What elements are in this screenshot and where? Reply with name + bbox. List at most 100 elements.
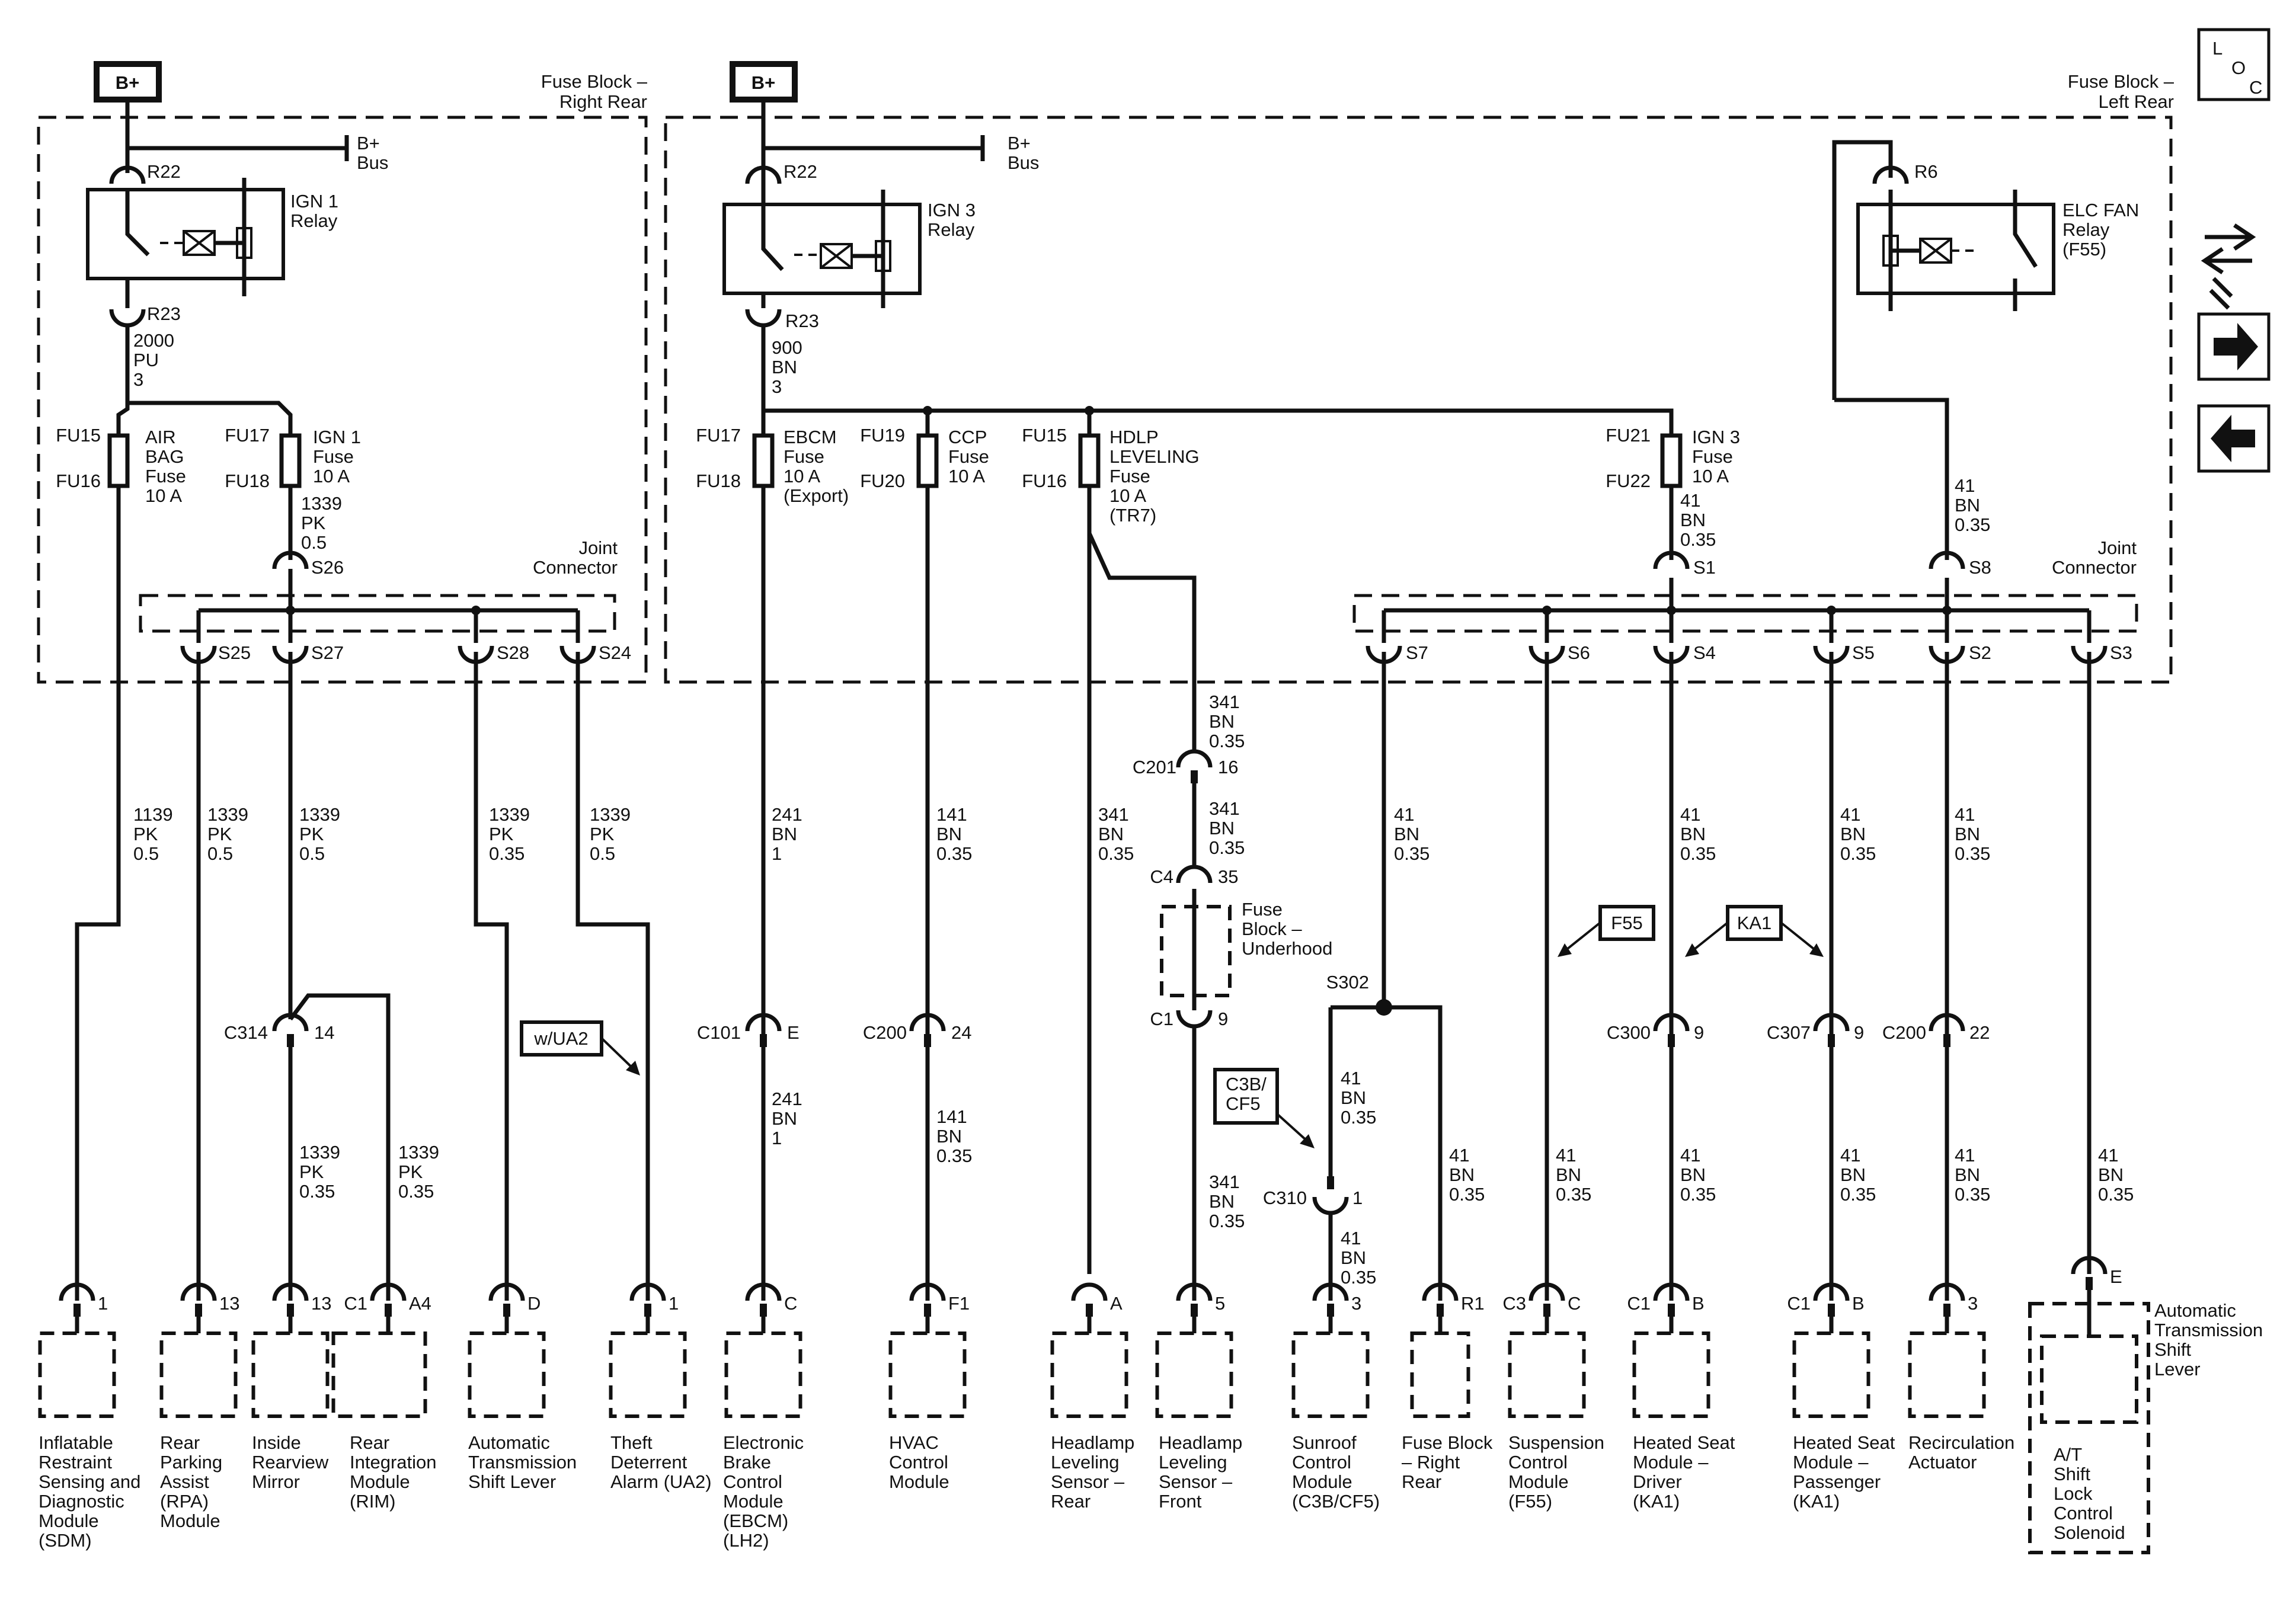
splice-s28: S28 [497, 642, 529, 663]
fuse-block-left-rear-label: Fuse Block –Left Rear [2068, 71, 2175, 112]
pin-label-sdm: 1 [98, 1293, 108, 1314]
bus-label-2: B+Bus [1008, 133, 1039, 173]
fuse-ebcm-pin-bottom: FU18 [696, 470, 741, 491]
fuse-block-right-rear-label: Fuse Block –Right Rear [541, 71, 648, 112]
connector-c200-pin: 24 [951, 1022, 971, 1043]
connector-c1-pin: 9 [1218, 1009, 1228, 1029]
loc-letter-l: L [2212, 38, 2223, 59]
pin-label-rim-connector: C1 [344, 1293, 367, 1314]
bus-label-1: B+Bus [357, 133, 388, 173]
relay-ign1 [86, 188, 285, 280]
connector-c307: C307 [1767, 1022, 1811, 1043]
splice-s302: S302 [1326, 972, 1369, 993]
splice-s7: S7 [1406, 642, 1428, 663]
previous-page-icon[interactable] [2197, 404, 2271, 473]
pin-label-rim: A4 [409, 1293, 431, 1314]
option-ka1-label: KA1 [1737, 913, 1772, 933]
pin-label-rpa-module: 13 [219, 1293, 239, 1314]
connector-c4: C4 [1150, 866, 1173, 887]
relay-ign3-bottom-pin: R23 [785, 311, 819, 331]
loc-box [2197, 28, 2271, 101]
pin-label-ebcm: C [784, 1293, 797, 1314]
fuse-ebcm-pin-top: FU17 [696, 425, 741, 446]
fuse-ign1-pin-bottom: FU18 [225, 470, 270, 491]
splice-s5: S5 [1852, 642, 1875, 663]
connector-c200: C200 [863, 1022, 907, 1043]
connector-c307-pin: 9 [1854, 1022, 1864, 1043]
fuse-ign1-pin-top: FU17 [225, 425, 270, 446]
connector-c201-pin: 16 [1218, 757, 1238, 777]
connector-c200-b-pin: 22 [1969, 1022, 1990, 1043]
splice-s8: S8 [1969, 557, 1991, 578]
pin-label-fuse-block-right-rear: R1 [1461, 1293, 1485, 1314]
pin-label-recirculation-actuator: 3 [1968, 1293, 1978, 1314]
connector-c1: C1 [1150, 1009, 1173, 1029]
option-c3b-label: C3B/CF5 [1226, 1074, 1267, 1114]
splice-s27: S27 [311, 642, 344, 663]
splice-s3: S3 [2110, 642, 2132, 663]
pin-label-inside-rearview-mirror: 13 [311, 1293, 331, 1314]
pin-label-hvac-control-module: F1 [948, 1293, 970, 1314]
relay-ign1-bottom-pin: R23 [147, 303, 181, 324]
fuse-ccp-pin-bottom: FU20 [860, 470, 905, 491]
battery-positive-label-2: B+ [752, 72, 776, 93]
fuse-block-left-rear-outline [664, 116, 2173, 684]
next-page-icon[interactable] [2197, 312, 2271, 381]
loc-letter-o: O [2231, 57, 2246, 78]
pin-label-sunroof-control-module: 3 [1351, 1293, 1361, 1314]
component-views-icon[interactable] [2201, 223, 2256, 310]
connector-c310-pin: 1 [1352, 1188, 1363, 1208]
pin-label-heated-seat-driver-connector: C1 [1627, 1293, 1651, 1314]
pin-label-at-shift-lock-solenoid: E [2110, 1266, 2122, 1287]
battery-positive-label-1: B+ [116, 72, 140, 93]
